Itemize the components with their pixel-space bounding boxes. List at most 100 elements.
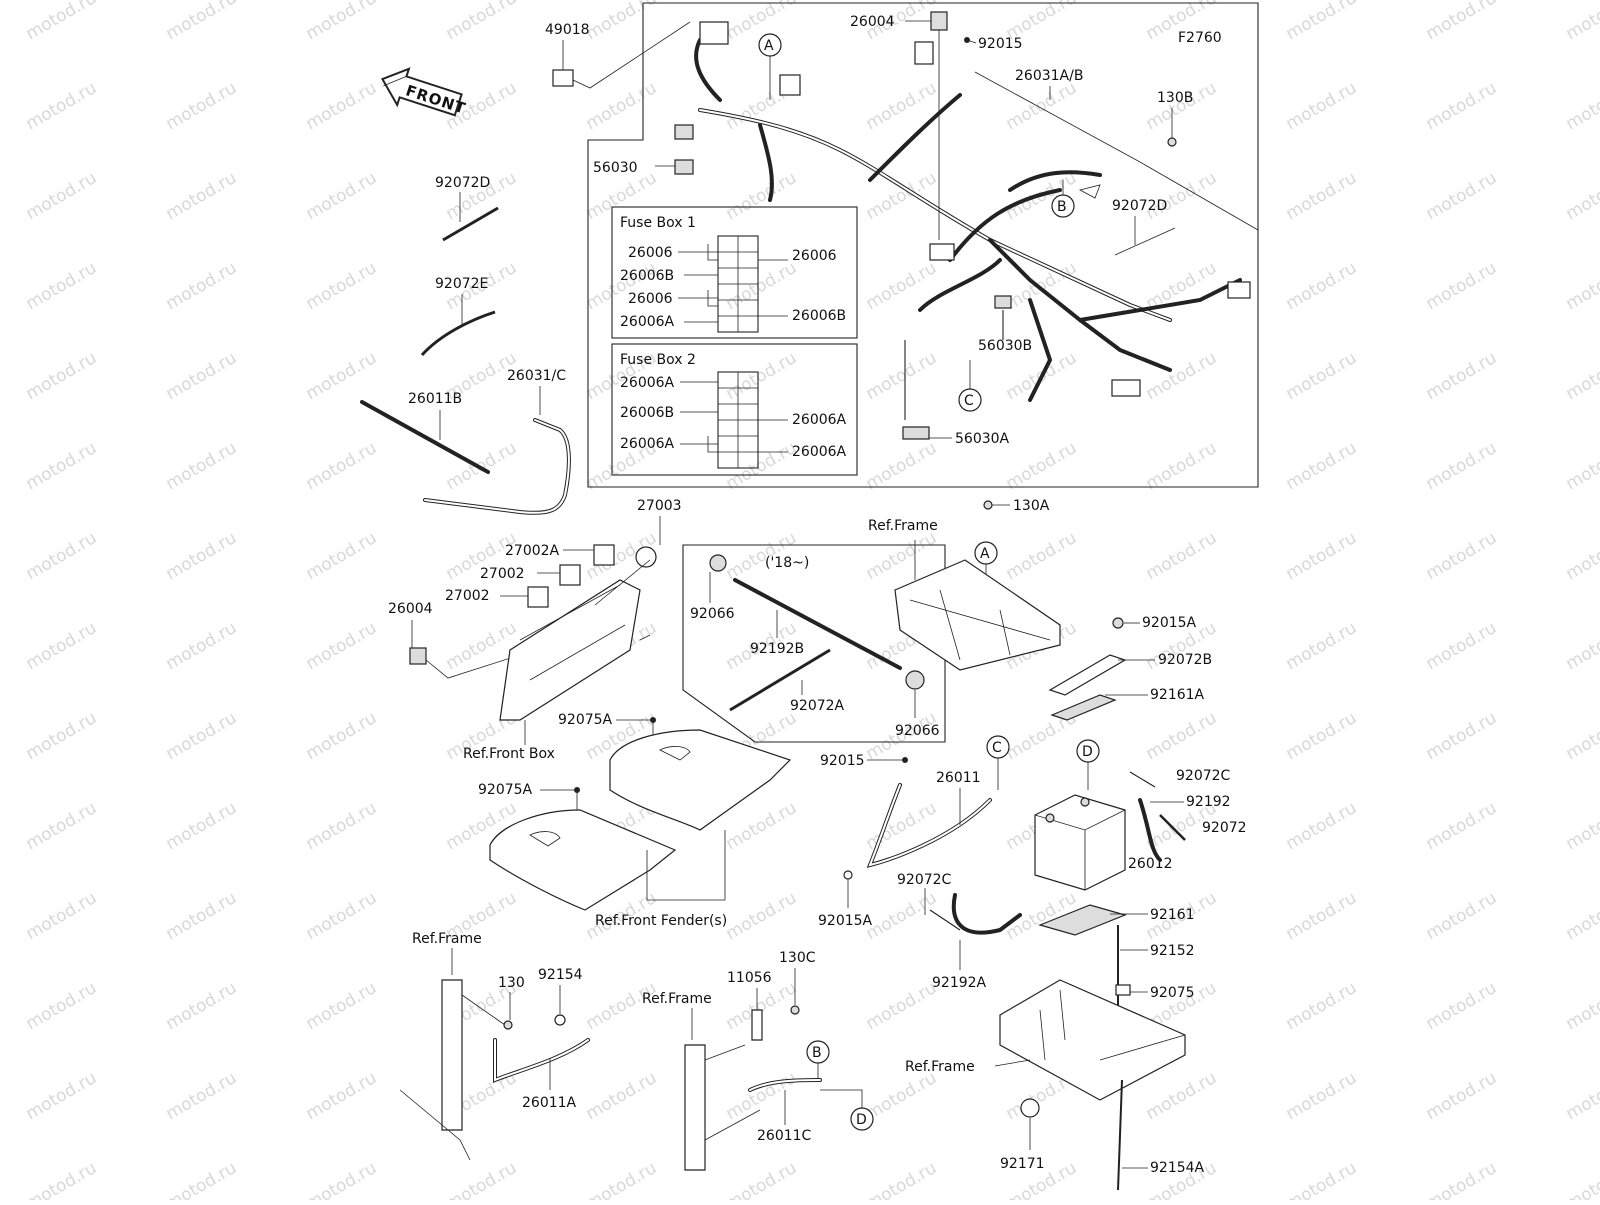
watermark-text-47: motod.ru — [1563, 258, 1600, 314]
front-box-panel — [500, 580, 640, 720]
connector-49018 — [553, 70, 573, 86]
callout-c-mid: C — [987, 736, 1009, 758]
watermark-text-32: motod.ru — [1143, 168, 1221, 224]
watermark-text-61: motod.ru — [163, 438, 241, 494]
label-56030b: 56030B — [978, 338, 1032, 354]
bolt-130b — [1168, 138, 1176, 146]
svg-text:D: D — [856, 1112, 867, 1128]
label-92192: 92192 — [1186, 794, 1231, 810]
label-130a: 130A — [1013, 498, 1050, 514]
label-27002-1: 27002 — [480, 566, 525, 582]
label-11056: 11056 — [727, 970, 772, 986]
watermark-text-131: motod.ru — [1563, 888, 1600, 944]
watermark-text-154: motod.ru — [1423, 1068, 1501, 1124]
label-26011a: 26011A — [522, 1095, 577, 1111]
watermark-text-85: motod.ru — [163, 618, 241, 674]
fb1-right-label-1: 26006 — [792, 248, 837, 264]
watermark-text-129: motod.ru — [1283, 888, 1361, 944]
watermark-text-73: motod.ru — [163, 528, 241, 584]
label-26011c: 26011C — [757, 1128, 812, 1144]
label-130b: 130B — [1157, 90, 1193, 106]
watermark-text-148: motod.ru — [583, 1068, 661, 1124]
relay-connector — [930, 244, 954, 260]
watermark-text-83: motod.ru — [1563, 528, 1600, 584]
watermark-text-159: motod.ru — [443, 1158, 521, 1200]
label-26031ab: 26031A/B — [1015, 68, 1083, 84]
watermark-text-56: motod.ru — [1143, 348, 1221, 404]
svg-text:B: B — [812, 1045, 822, 1061]
watermark-text-86: motod.ru — [303, 618, 381, 674]
watermark-text-49: motod.ru — [163, 348, 241, 404]
watermark-layer: motod.ru motod.ru motod.ru motod.ru motod.ru… — [23, 0, 1600, 1200]
label-26011: 26011 — [936, 770, 981, 786]
watermark-text-138: motod.ru — [863, 978, 941, 1034]
watermark-text-113: motod.ru — [723, 798, 801, 854]
watermark-text-23: motod.ru — [1563, 78, 1600, 134]
label-27003: 27003 — [637, 498, 682, 514]
watermark-text-54: motod.ru — [863, 348, 941, 404]
callout-d-bottom: D — [851, 1108, 873, 1130]
label-92154: 92154 — [538, 967, 583, 983]
bracket-11056 — [752, 1010, 762, 1040]
callout-a-mid: A — [975, 542, 997, 564]
fb2-right-label-1: 26006A — [792, 412, 847, 428]
callout-b-bottom: B — [807, 1041, 829, 1063]
watermark-text-95: motod.ru — [1563, 618, 1600, 674]
figure-code: F2760 — [1178, 30, 1222, 46]
label-27002-2: 27002 — [445, 588, 490, 604]
label-92066-2: 92066 — [895, 723, 940, 739]
watermark-text-13: motod.ru — [163, 78, 241, 134]
label-92161a: 92161A — [1150, 687, 1205, 703]
fb2-left-label-2: 26006B — [620, 405, 674, 421]
watermark-text-33: motod.ru — [1283, 168, 1361, 224]
label-92192b: 92192B — [750, 641, 804, 657]
watermark-text-14: motod.ru — [303, 78, 381, 134]
label-92015a-bottom: 92015A — [818, 913, 873, 929]
fuse-block-1 — [718, 236, 758, 332]
watermark-text-82: motod.ru — [1423, 528, 1501, 584]
watermark-text-98: motod.ru — [303, 708, 381, 764]
watermark-text-110: motod.ru — [303, 798, 381, 854]
label-56030a — [903, 427, 929, 439]
watermark-text-157: motod.ru — [163, 1158, 241, 1200]
watermark-text-97: motod.ru — [163, 708, 241, 764]
label-92015-mid: 92015 — [820, 753, 865, 769]
watermark-text-109: motod.ru — [163, 798, 241, 854]
label-26011b: 26011B — [408, 391, 462, 407]
harness-group-frame — [588, 3, 1258, 487]
watermark-text-134: motod.ru — [303, 978, 381, 1034]
watermark-text-119: motod.ru — [1563, 798, 1600, 854]
fb2-left-label-1: 26006A — [620, 375, 675, 391]
watermark-text-149: motod.ru — [723, 1068, 801, 1124]
grommet-92066-2 — [906, 671, 924, 689]
switch-27002a — [594, 545, 614, 565]
label-49018: 49018 — [545, 22, 590, 38]
watermark-text-105: motod.ru — [1283, 708, 1361, 764]
ref-front-box: Ref.Front Box — [463, 746, 555, 762]
watermark-text-160: motod.ru — [583, 1158, 661, 1200]
watermark-text-96: motod.ru — [23, 708, 101, 764]
watermark-text-156: motod.ru — [23, 1158, 101, 1200]
watermark-text-20: motod.ru — [1143, 78, 1221, 134]
svg-text:B: B — [1057, 199, 1067, 215]
label-92075: 92075 — [1150, 985, 1195, 1001]
ref-frame-bottom-left: Ref.Frame — [412, 931, 482, 947]
watermark-text-35: motod.ru — [1563, 168, 1600, 224]
label-92152: 92152 — [1150, 943, 1195, 959]
watermark-text-145: motod.ru — [163, 1068, 241, 1124]
watermark-text-133: motod.ru — [163, 978, 241, 1034]
watermark-text-79: motod.ru — [1003, 528, 1081, 584]
watermark-text-2: motod.ru — [303, 0, 381, 44]
front-arrow: FRONT — [376, 62, 472, 125]
label-27002a: 27002A — [505, 543, 560, 559]
nut-92154 — [555, 1015, 565, 1025]
watermark-text-106: motod.ru — [1423, 708, 1501, 764]
watermark-text-34: motod.ru — [1423, 168, 1501, 224]
watermark-text-107: motod.ru — [1563, 708, 1600, 764]
label-56030: 56030 — [593, 160, 638, 176]
svg-text:C: C — [964, 393, 974, 409]
label-26012: 26012 — [1128, 856, 1173, 872]
fb1-left-label-1: 26006 — [628, 245, 673, 261]
callout-c-top: C — [959, 389, 981, 411]
